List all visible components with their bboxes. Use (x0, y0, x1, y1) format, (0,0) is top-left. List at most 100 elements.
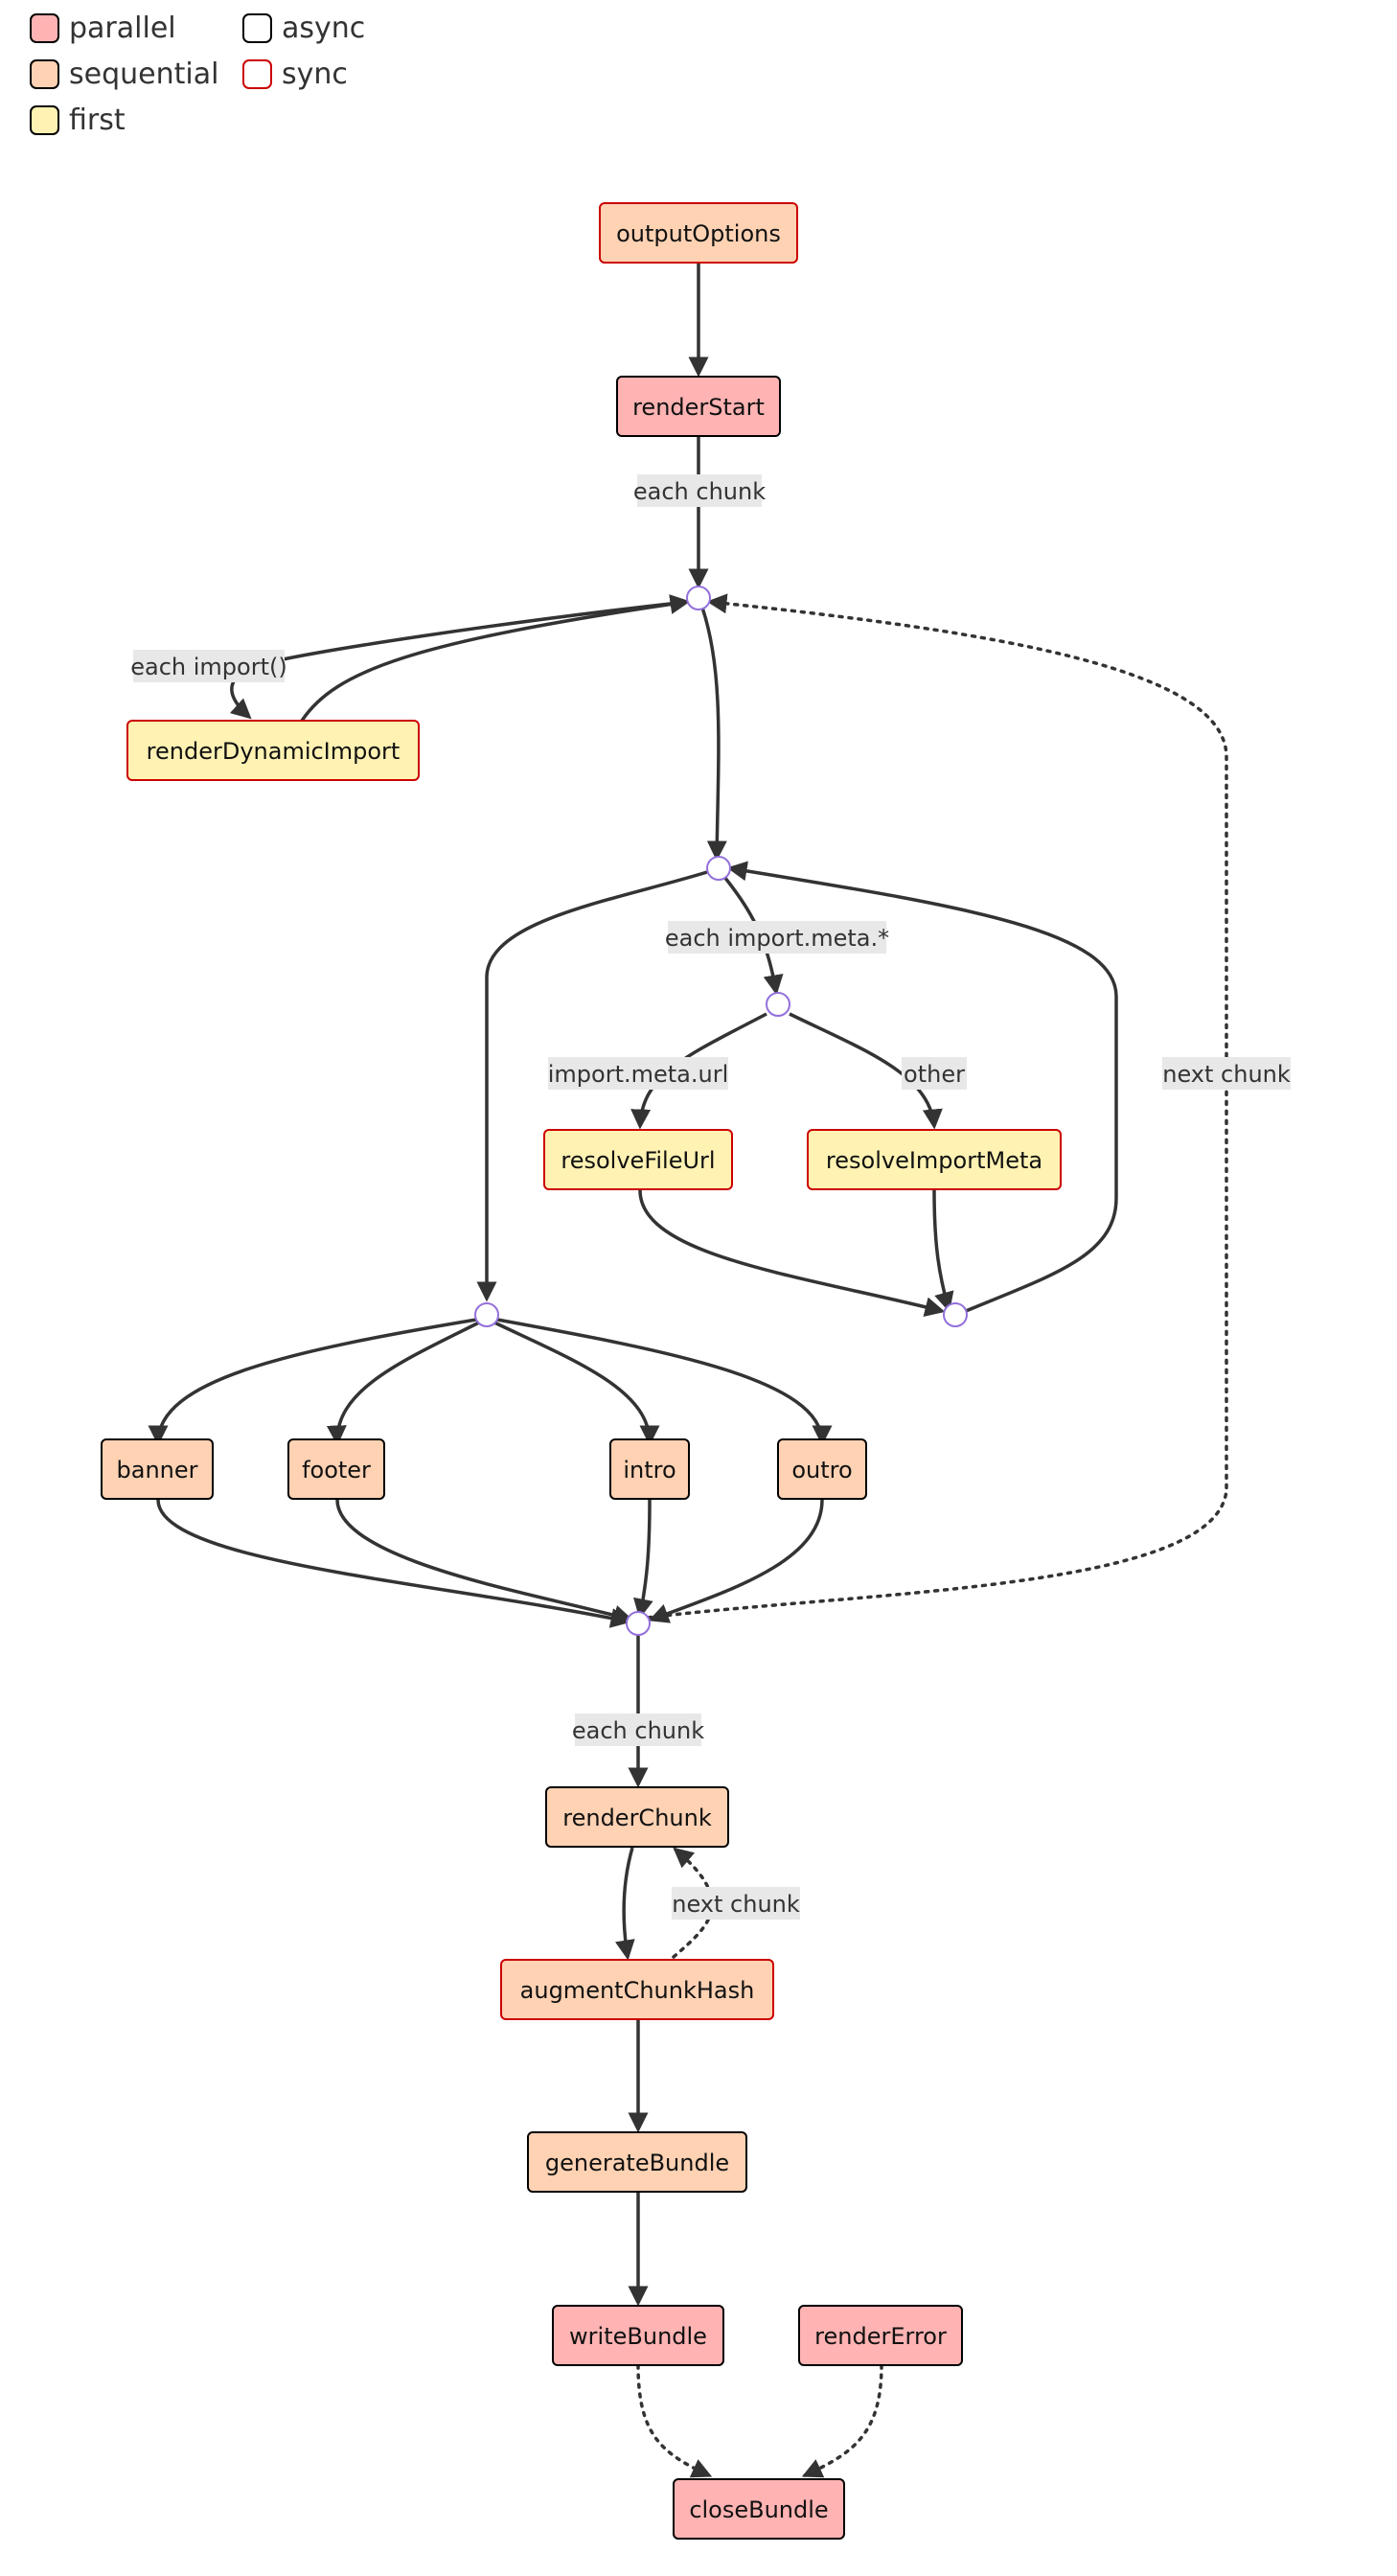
node-resolvefileurl-label: resolveFileUrl (561, 1147, 715, 1174)
node-generatebundle-box (527, 2131, 747, 2193)
edge-loop-to-meta-junction (700, 607, 727, 862)
edge-hooks-to-intro (493, 1321, 660, 1446)
edge-next-chunk-back-to-loop (637, 593, 1228, 1621)
node-intro[interactable]: intro (609, 1438, 690, 1500)
edge-label-bg (637, 474, 762, 507)
node-generatebundle[interactable]: generateBundle (527, 2131, 747, 2193)
legend-label-parallel: parallel (69, 12, 176, 45)
legend-label-async: async (282, 12, 365, 45)
node-footer-box (287, 1438, 385, 1500)
node-rendererror-box (798, 2305, 963, 2366)
node-renderstart-label: renderStart (632, 394, 765, 421)
node-intro-box (609, 1438, 690, 1500)
edge-label-each-chunk-top: each chunk (633, 474, 766, 507)
node-generatebundle-label: generateBundle (545, 2150, 729, 2176)
edge-label-text: each chunk (633, 478, 766, 505)
legend-swatch-sync (242, 59, 272, 89)
edge-label-bg (902, 1057, 967, 1090)
node-writebundle-label: writeBundle (569, 2323, 707, 2350)
node-rendererror[interactable]: renderError (798, 2305, 963, 2366)
edge-resolveimportmeta-to-meta-done (932, 1189, 954, 1313)
node-banner[interactable]: banner (101, 1438, 214, 1500)
node-resolveimportmeta-label: resolveImportMeta (826, 1147, 1042, 1174)
node-augmentchunkhash-box (500, 1959, 774, 2020)
edge-renderdynamicimport-to-loop (300, 594, 691, 722)
nodes: outputOptions renderStart renderDynamicI… (101, 202, 1062, 2540)
edge-hooks-to-outro (496, 1318, 833, 1446)
edge-footer-to-merge (335, 1499, 634, 1625)
node-outputoptions-box (599, 202, 798, 264)
edge-label-other: other (902, 1057, 967, 1090)
edge-label-text: other (904, 1061, 965, 1088)
junction-import-meta-branch (766, 992, 790, 1017)
node-resolvefileurl-box (543, 1129, 733, 1190)
junctions (474, 586, 968, 1636)
edge-label-text: next chunk (1162, 1061, 1291, 1088)
edge-hooks-to-footer (326, 1321, 480, 1446)
edge-renderchunk-to-augmentchunkhash (614, 1847, 635, 1961)
node-closebundle-label: closeBundle (689, 2496, 828, 2523)
edge-hooks-to-banner (148, 1318, 477, 1446)
node-augmentchunkhash-label: augmentChunkHash (520, 1977, 755, 2004)
edge-label-each-chunk-bottom: each chunk (572, 1714, 704, 1746)
edge-label-each-import-meta: each import.meta.* (665, 921, 889, 954)
node-outro-label: outro (791, 1457, 852, 1484)
node-renderchunk-box (545, 1786, 729, 1848)
node-renderstart-box (616, 376, 781, 437)
node-outro-box (777, 1438, 867, 1500)
junction-hooks-merge (626, 1611, 651, 1636)
legend-item-parallel: parallel (30, 12, 176, 45)
edge-meta-done-back-to-meta-junction (726, 861, 1118, 1313)
node-outro[interactable]: outro (777, 1438, 867, 1500)
edge-label-text: each import() (130, 654, 286, 680)
node-rendererror-label: renderError (814, 2323, 947, 2350)
edge-label-each-import: each import() (130, 650, 287, 682)
node-renderstart[interactable]: renderStart (616, 376, 781, 437)
legend-item-sync: sync (242, 58, 348, 91)
legend-label-sync: sync (282, 58, 348, 91)
node-resolvefileurl[interactable]: resolveFileUrl (543, 1129, 733, 1190)
node-resolveimportmeta-box (807, 1129, 1062, 1190)
node-outputoptions-label: outputOptions (616, 220, 781, 247)
edge-intro-to-merge (633, 1499, 653, 1620)
edge-label-text: import.meta.url (548, 1061, 729, 1088)
node-intro-label: intro (623, 1457, 676, 1484)
edge-loop-to-renderdynamicimport (229, 600, 688, 720)
edge-banner-to-merge (156, 1499, 631, 1628)
node-footer-label: footer (302, 1457, 371, 1484)
edge-writebundle-to-closebundle (636, 2363, 713, 2478)
node-writebundle[interactable]: writeBundle (552, 2305, 724, 2366)
edge-labels: each chunk each import() each import.met… (130, 474, 1291, 1920)
edge-label-next-chunk-render: next chunk (672, 1887, 800, 1920)
node-writebundle-box (552, 2305, 724, 2366)
legend-swatch-sequential (30, 59, 59, 89)
node-augmentchunkhash[interactable]: augmentChunkHash (500, 1959, 774, 2020)
node-closebundle[interactable]: closeBundle (673, 2478, 845, 2540)
edge-meta-to-hooks-junction (476, 870, 708, 1302)
edge-label-bg (1162, 1057, 1291, 1090)
node-renderchunk[interactable]: renderChunk (545, 1786, 729, 1848)
node-outputoptions[interactable]: outputOptions (599, 202, 798, 264)
node-renderdynamicimport[interactable]: renderDynamicImport (126, 720, 420, 781)
legend-swatch-async (242, 13, 272, 43)
edge-label-import-meta-url: import.meta.url (548, 1057, 729, 1090)
junction-import-meta (706, 856, 731, 881)
edge-label-bg (133, 650, 285, 682)
legend-swatch-parallel (30, 13, 59, 43)
edge-label-text: each import.meta.* (665, 925, 889, 952)
legend-item-first: first (30, 104, 126, 137)
node-resolveimportmeta[interactable]: resolveImportMeta (807, 1129, 1062, 1190)
legend-item-async: async (242, 12, 365, 45)
edge-label-bg (575, 1714, 701, 1746)
edge-label-next-chunk-right: next chunk (1162, 1057, 1291, 1090)
node-banner-label: banner (117, 1457, 198, 1484)
legend-item-sequential: sequential (30, 58, 218, 91)
edge-resolvefileurl-to-meta-done (638, 1189, 946, 1317)
node-renderdynamicimport-box (126, 720, 420, 781)
node-footer[interactable]: footer (287, 1438, 385, 1500)
edge-label-bg (672, 1887, 800, 1920)
junction-hooks-split (474, 1302, 499, 1327)
node-closebundle-box (673, 2478, 845, 2540)
legend-label-first: first (69, 104, 126, 137)
